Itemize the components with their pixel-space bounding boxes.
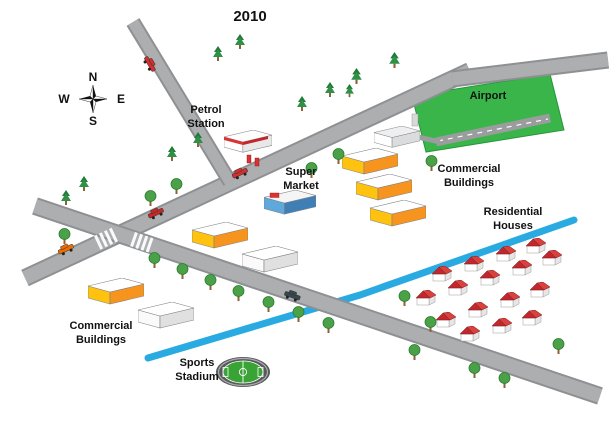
commercial-building-icon <box>356 174 412 201</box>
tree-icon <box>398 290 411 307</box>
tree-icon <box>552 338 565 355</box>
runway <box>417 113 551 147</box>
pine-tree-icon <box>213 46 223 61</box>
tree-icon <box>176 263 189 280</box>
compass-east-label: E <box>116 92 125 106</box>
petrol-station-building-icon <box>224 130 272 167</box>
tree-icon <box>322 317 335 334</box>
house-icon <box>448 280 468 296</box>
house-icon <box>480 270 500 286</box>
compass-south-label: S <box>88 114 97 128</box>
commercial-building-icon <box>242 246 298 273</box>
pine-tree-icon <box>297 96 307 111</box>
house-icon <box>416 290 436 306</box>
pine-tree-icon <box>79 176 89 191</box>
tree-icon <box>468 362 481 379</box>
house-icon <box>522 310 542 326</box>
commercial-building-icon <box>342 148 398 175</box>
house-icon <box>500 292 520 308</box>
house-icon <box>436 312 456 328</box>
pine-tree-icon <box>167 146 177 161</box>
tree-icon <box>58 228 71 245</box>
tree-icon <box>170 178 183 195</box>
tree-icon <box>498 372 511 389</box>
house-icon <box>512 260 532 276</box>
crosswalk <box>94 227 119 250</box>
tree-icon <box>232 285 245 302</box>
tree-icon <box>425 155 438 172</box>
tree-icon <box>148 252 161 269</box>
tree-icon <box>204 274 217 291</box>
pine-tree-icon <box>345 84 354 98</box>
tree-icon <box>408 344 421 361</box>
pine-tree-icon <box>235 34 245 49</box>
supermarket-building-icon <box>264 190 316 215</box>
stadium-icon <box>216 357 270 387</box>
tree-icon <box>144 190 157 207</box>
airport-area <box>411 73 565 153</box>
pine-tree-icon <box>61 190 71 205</box>
crosswalk <box>130 232 154 253</box>
airport-building-icon <box>374 113 420 148</box>
commercial-building-icon <box>192 222 248 249</box>
tree-icon <box>305 162 318 179</box>
pine-tree-icon <box>351 68 362 84</box>
commercial-building-icon <box>370 200 426 227</box>
compass-west-label: W <box>58 92 70 106</box>
house-icon <box>460 326 480 342</box>
tree-icon <box>292 306 305 323</box>
branch-road-north <box>126 18 237 186</box>
commercial-building-icon <box>138 302 194 329</box>
house-icon <box>468 302 488 318</box>
airport-road <box>450 51 610 88</box>
house-icon <box>492 318 512 334</box>
house-icon <box>530 282 550 298</box>
tree-icon <box>262 296 275 313</box>
commercial-building-icon <box>88 278 144 305</box>
house-icon <box>526 238 546 254</box>
pine-tree-icon <box>325 82 335 97</box>
compass-rose-icon <box>78 84 108 114</box>
compass-north-label: N <box>88 70 98 84</box>
house-icon <box>542 250 562 266</box>
river <box>144 216 578 362</box>
cross-road <box>32 197 603 405</box>
pine-tree-icon <box>389 52 400 68</box>
map-title: 2010 <box>233 8 267 25</box>
